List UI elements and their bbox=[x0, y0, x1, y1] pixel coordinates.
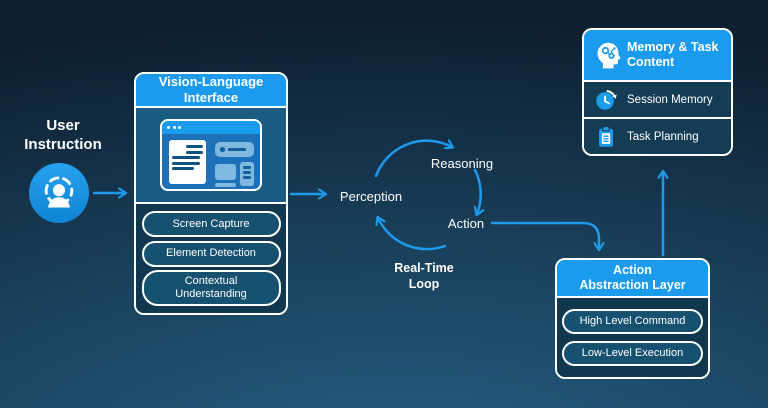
vli-header: Vision-Language Interface bbox=[136, 74, 286, 108]
memory-task-content-box: Memory & Task Content Session Memory Tas… bbox=[582, 28, 733, 156]
action-abstraction-layer-box: Action Abstraction Layer High Level Comm… bbox=[555, 258, 710, 379]
aal-command-list: High Level Command Low-Level Execution bbox=[557, 298, 708, 377]
user-focus-icon bbox=[44, 176, 74, 208]
memory-row-task-planning: Task Planning bbox=[584, 117, 731, 154]
pill-high-level-command: High Level Command bbox=[562, 309, 703, 335]
aal-header: Action Abstraction Layer bbox=[557, 260, 708, 298]
clipboard-icon bbox=[599, 125, 613, 147]
browser-dot-icon bbox=[178, 126, 181, 129]
user-instruction-node bbox=[29, 163, 89, 223]
arrow-loop-action-to-perception bbox=[375, 215, 447, 251]
browser-window-icon bbox=[160, 119, 262, 191]
loop-node-perception: Perception bbox=[339, 189, 403, 204]
browser-slider-control bbox=[215, 142, 254, 157]
vli-capability-list: Screen Capture Element Detection Context… bbox=[136, 202, 286, 313]
pill-contextual-understanding: Contextual Understanding bbox=[141, 269, 281, 306]
loop-node-action: Action bbox=[447, 216, 485, 231]
vli-illustration-section bbox=[136, 108, 286, 202]
pill-element-detection: Element Detection bbox=[141, 240, 281, 267]
browser-thumbnail-caption bbox=[215, 183, 236, 187]
pill-screen-capture: Screen Capture bbox=[141, 211, 281, 238]
head-gears-icon bbox=[597, 42, 621, 69]
memory-header: Memory & Task Content bbox=[584, 30, 731, 82]
user-instruction-label: User Instruction bbox=[24, 117, 102, 153]
loop-node-reasoning: Reasoning bbox=[430, 156, 494, 171]
arrow-loop-reasoning-to-action bbox=[473, 168, 485, 217]
browser-dot-icon bbox=[167, 126, 170, 129]
browser-document-card bbox=[169, 140, 206, 184]
real-time-loop-caption: Real-Time Loop bbox=[394, 261, 454, 292]
browser-thumbnail-block bbox=[215, 164, 236, 180]
pill-low-level-execution: Low-Level Execution bbox=[562, 340, 703, 366]
memory-row-session-memory: Session Memory bbox=[584, 82, 731, 117]
browser-titlebar bbox=[162, 121, 260, 134]
vision-language-interface-box: Vision-Language Interface bbox=[134, 72, 288, 315]
browser-dot-icon bbox=[172, 126, 176, 129]
browser-list-block bbox=[240, 162, 254, 186]
arrow-action-to-aal bbox=[490, 221, 605, 252]
history-clock-icon bbox=[596, 89, 617, 110]
